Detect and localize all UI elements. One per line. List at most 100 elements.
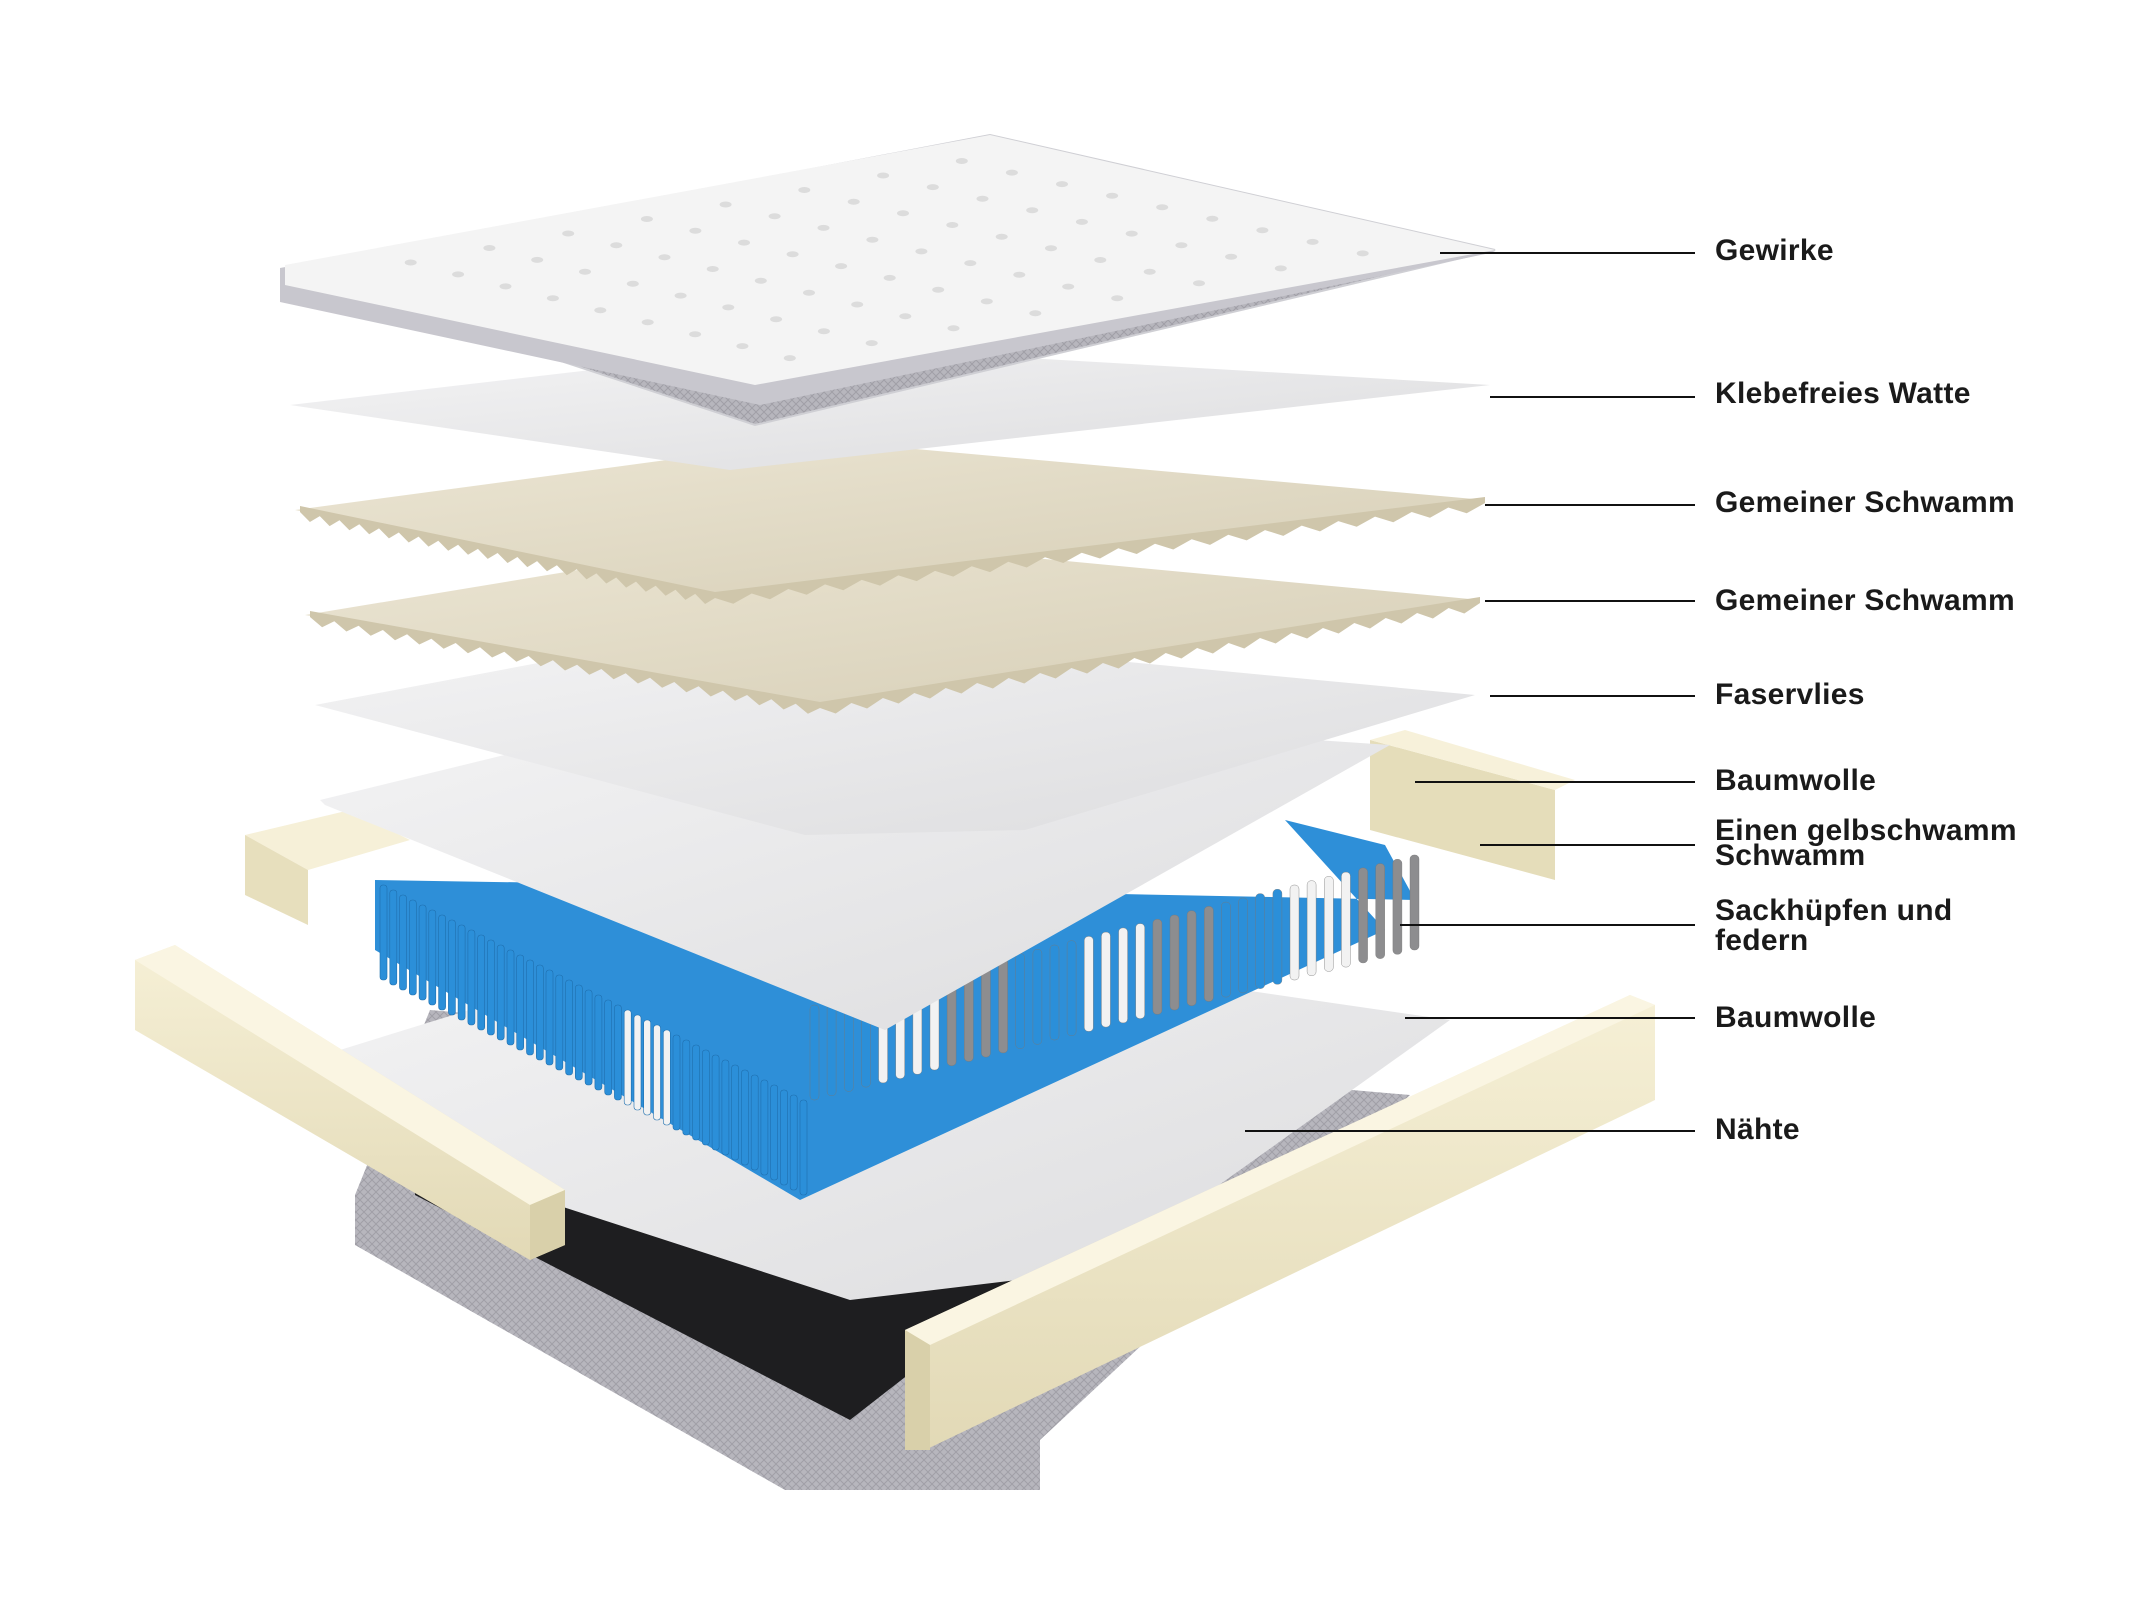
tuft-dot — [817, 328, 830, 335]
spring-coil — [731, 1064, 739, 1161]
tuft-dot — [1075, 218, 1088, 225]
spring-coil — [574, 984, 583, 1081]
spring-coil — [584, 989, 593, 1086]
spring-coil — [780, 1089, 788, 1186]
spring-coil — [408, 899, 417, 996]
tuft-dot — [1256, 227, 1269, 234]
spring-coil — [457, 924, 466, 1021]
label-naehte: Nähte — [1715, 1113, 1800, 1146]
spring-coil — [545, 969, 554, 1066]
foam-wave-edge — [715, 497, 1485, 604]
tuft-dot — [865, 340, 878, 347]
tuft-dot — [546, 295, 559, 302]
label-federn-line2: federn — [1715, 924, 1809, 957]
tuft-dot — [1005, 169, 1018, 176]
tuft-dot — [738, 239, 750, 246]
label-baumwolle-1: Baumwolle — [1715, 764, 1877, 797]
spring-coil — [1032, 949, 1043, 1045]
spring-coil — [1015, 953, 1025, 1049]
tuft-dot — [562, 230, 575, 237]
label-gelbschwamm: Einen gelbschwamm Schwamm — [1715, 814, 2017, 872]
spring-coil — [418, 904, 427, 1001]
spring-coil — [760, 1079, 769, 1176]
tuft-dot — [897, 210, 909, 217]
label-faservlies: Faservlies — [1715, 678, 1865, 711]
spring-coil — [448, 919, 456, 1016]
spring-coil — [1289, 884, 1300, 981]
spring-coil — [1084, 936, 1094, 1032]
tuft-dot — [1206, 215, 1219, 222]
spring-coil — [1118, 927, 1128, 1024]
klebefreies-watte-sheet — [290, 345, 1490, 470]
spring-coil — [467, 929, 476, 1026]
spring-coil — [1169, 914, 1180, 1011]
tuft-dot — [955, 158, 968, 164]
tuft-dot — [803, 289, 815, 296]
spring-coil — [682, 1039, 691, 1136]
tuft-dot — [579, 268, 591, 275]
spring-coil — [750, 1074, 759, 1171]
tuft-dot — [1125, 230, 1138, 237]
spring-coil — [623, 1009, 632, 1106]
tuft-dot — [499, 283, 512, 290]
spring-coil — [496, 944, 505, 1041]
tuft-dot — [706, 266, 719, 272]
tuft-dot — [947, 325, 960, 332]
tuft-dot — [915, 248, 928, 255]
spring-coil — [535, 964, 544, 1061]
tuft-dot — [835, 263, 848, 270]
spring-coil — [614, 1004, 622, 1101]
tuft-dot — [1143, 268, 1156, 275]
spring-coil — [1272, 889, 1283, 985]
label-federn-line1: Sackhüpfen und — [1715, 894, 1953, 927]
spring-coil — [692, 1044, 700, 1141]
spring-coil — [438, 914, 446, 1011]
tuft-dot — [946, 222, 959, 228]
label-gelbschwamm-line1: Einen gelbschwamm — [1715, 814, 2017, 847]
tuft-dot — [1306, 238, 1319, 245]
foam-wave-edge — [300, 506, 715, 604]
tuft-dot — [1106, 192, 1119, 199]
tuft-dot — [1056, 181, 1068, 188]
tuft-dot — [483, 245, 496, 251]
tuft-dot — [995, 233, 1008, 240]
tuft-dot — [404, 259, 417, 266]
label-gelbschwamm-line2: Schwamm — [1715, 839, 1866, 872]
spring-coil — [1375, 863, 1385, 959]
spring-coil — [643, 1019, 652, 1116]
spring-coil — [1358, 867, 1368, 964]
tuft-dot — [1026, 207, 1039, 214]
spring-coil — [526, 959, 534, 1056]
spring-coil — [1135, 923, 1145, 1019]
tuft-dot — [770, 316, 783, 323]
spring-coil — [711, 1054, 720, 1151]
spring-coil — [516, 954, 525, 1051]
tuft-dot — [817, 224, 830, 231]
label-klebefreies-watte: Klebefreies Watte — [1715, 377, 1971, 410]
spring-coil — [789, 1094, 798, 1191]
tuft-dot — [452, 271, 465, 278]
spring-coil — [770, 1084, 779, 1181]
spring-coil — [1066, 940, 1077, 1036]
faservlies-sheet — [315, 625, 1475, 835]
tuft-dot — [768, 213, 781, 220]
spring-coil — [1049, 944, 1060, 1041]
label-baumwolle-2: Baumwolle — [1715, 1001, 1877, 1034]
tuft-dot — [1045, 245, 1057, 252]
foam-wave-edge — [820, 597, 1480, 714]
tuft-dot — [883, 274, 896, 281]
spring-coil — [1392, 859, 1403, 955]
spring-coil — [1238, 897, 1248, 994]
spring-coil — [604, 999, 613, 1096]
spring-coil — [594, 994, 603, 1091]
tuft-dot — [610, 242, 623, 249]
spring-coil — [981, 961, 991, 1058]
spring-coil — [701, 1049, 710, 1146]
spring-coil — [809, 1004, 820, 1101]
spring-coil — [506, 949, 515, 1046]
tuft-dot — [626, 280, 639, 287]
tuft-dot — [1356, 250, 1369, 257]
tuft-dot — [980, 298, 993, 305]
spring-coil — [653, 1024, 661, 1121]
tuft-dot — [798, 187, 811, 193]
